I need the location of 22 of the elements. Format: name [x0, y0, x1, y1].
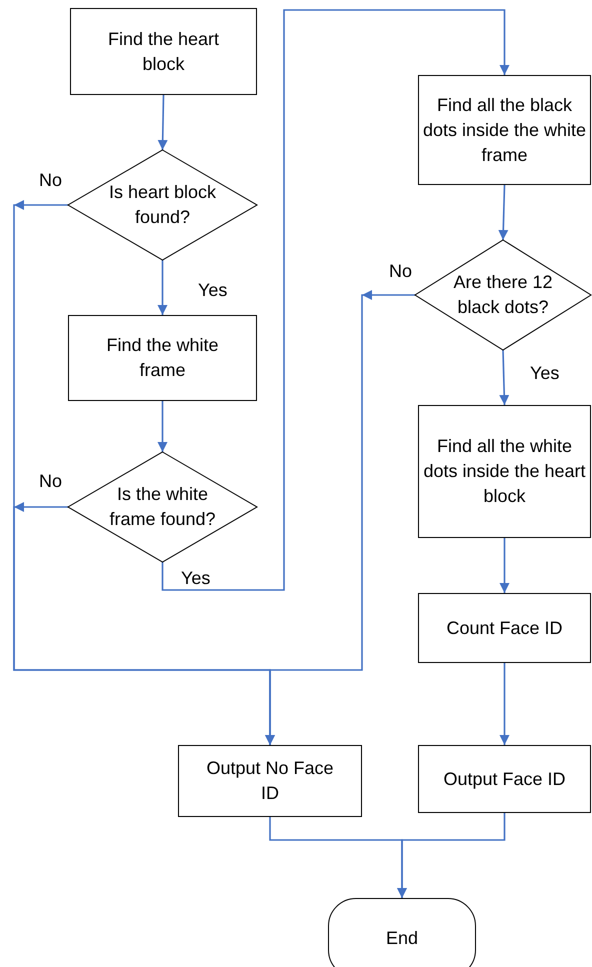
terminator-box [328, 898, 476, 967]
process-box [178, 745, 362, 817]
node-text: Are there 12 black dots? [452, 271, 554, 319]
process-box [418, 405, 591, 538]
decision-diamond [415, 240, 591, 350]
node-text: Is heart block found? [108, 181, 218, 229]
node-text: Find all the white dots inside the heart block [422, 435, 587, 508]
process-box [418, 75, 591, 185]
process-box [68, 315, 257, 401]
node-text: Find the heart block [106, 28, 220, 76]
node-text: Find the white frame [105, 334, 220, 382]
node-text: Output Face ID [443, 768, 566, 791]
decision-diamond [68, 150, 257, 260]
process-box [418, 745, 591, 813]
process-box [70, 8, 257, 95]
process-box [418, 593, 591, 663]
node-text: Count Face ID [446, 616, 563, 640]
node-text: Find all the black dots inside the white frame [422, 94, 587, 166]
decision-diamond [68, 452, 257, 562]
node-text: Is the white frame found? [108, 483, 217, 531]
node-text: Output No Face ID [205, 757, 335, 805]
node-text: End [386, 926, 418, 950]
